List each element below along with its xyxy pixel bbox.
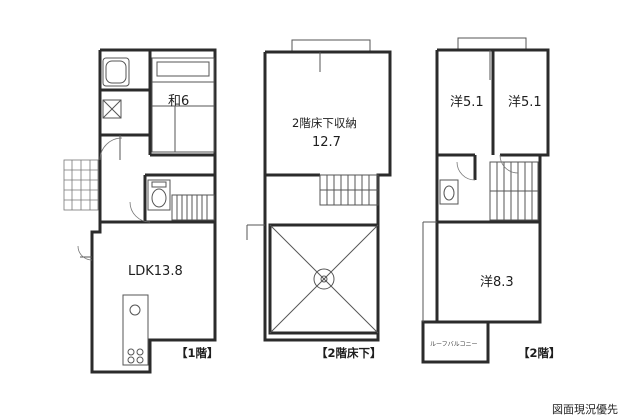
floor-2-plan: 洋5.1 洋5.1 洋8.3 ルーフバルコニー 【2階】	[421, 37, 561, 364]
west-room-b-label: 洋5.1	[508, 95, 542, 110]
entrance-tiles	[63, 159, 99, 211]
floor-1-plan: 和6 LDK13.8 【1階】	[63, 48, 219, 374]
washbasin-icon	[102, 99, 122, 119]
floor-2-label: 【2階】	[518, 346, 561, 360]
under-floor-storage-size: 12.7	[312, 135, 341, 150]
floor-1-label: 【1階】	[176, 346, 219, 360]
washitsu-label: 和6	[168, 94, 189, 109]
void-area	[268, 223, 380, 335]
west-room-c-label: 洋8.3	[480, 275, 514, 290]
toilet-icon	[147, 179, 171, 211]
stairs-floor-2	[489, 161, 539, 221]
roof-balcony	[421, 320, 490, 364]
floor-1-outer-wall	[90, 48, 217, 374]
balcony-label: ルーフバルコニー	[430, 341, 478, 348]
under-floor-storage-name: 2階床下収納	[292, 116, 357, 130]
washitsu-tatami	[151, 57, 215, 153]
under-floor-label: 【2階床下】	[316, 346, 382, 360]
kitchen-counter	[122, 294, 149, 366]
bathtub-icon	[102, 57, 130, 87]
stairs-under-floor	[319, 174, 379, 206]
ldk-label: LDK13.8	[128, 264, 183, 279]
west-room-a-label: 洋5.1	[450, 95, 484, 110]
wc-floor-2-icon	[439, 179, 459, 205]
stairs-floor-1	[171, 194, 215, 221]
footer-note: 図面現況優先	[552, 403, 618, 416]
under-floor-plan: 2階床下収納 12.7 【2階床下】	[246, 39, 392, 360]
